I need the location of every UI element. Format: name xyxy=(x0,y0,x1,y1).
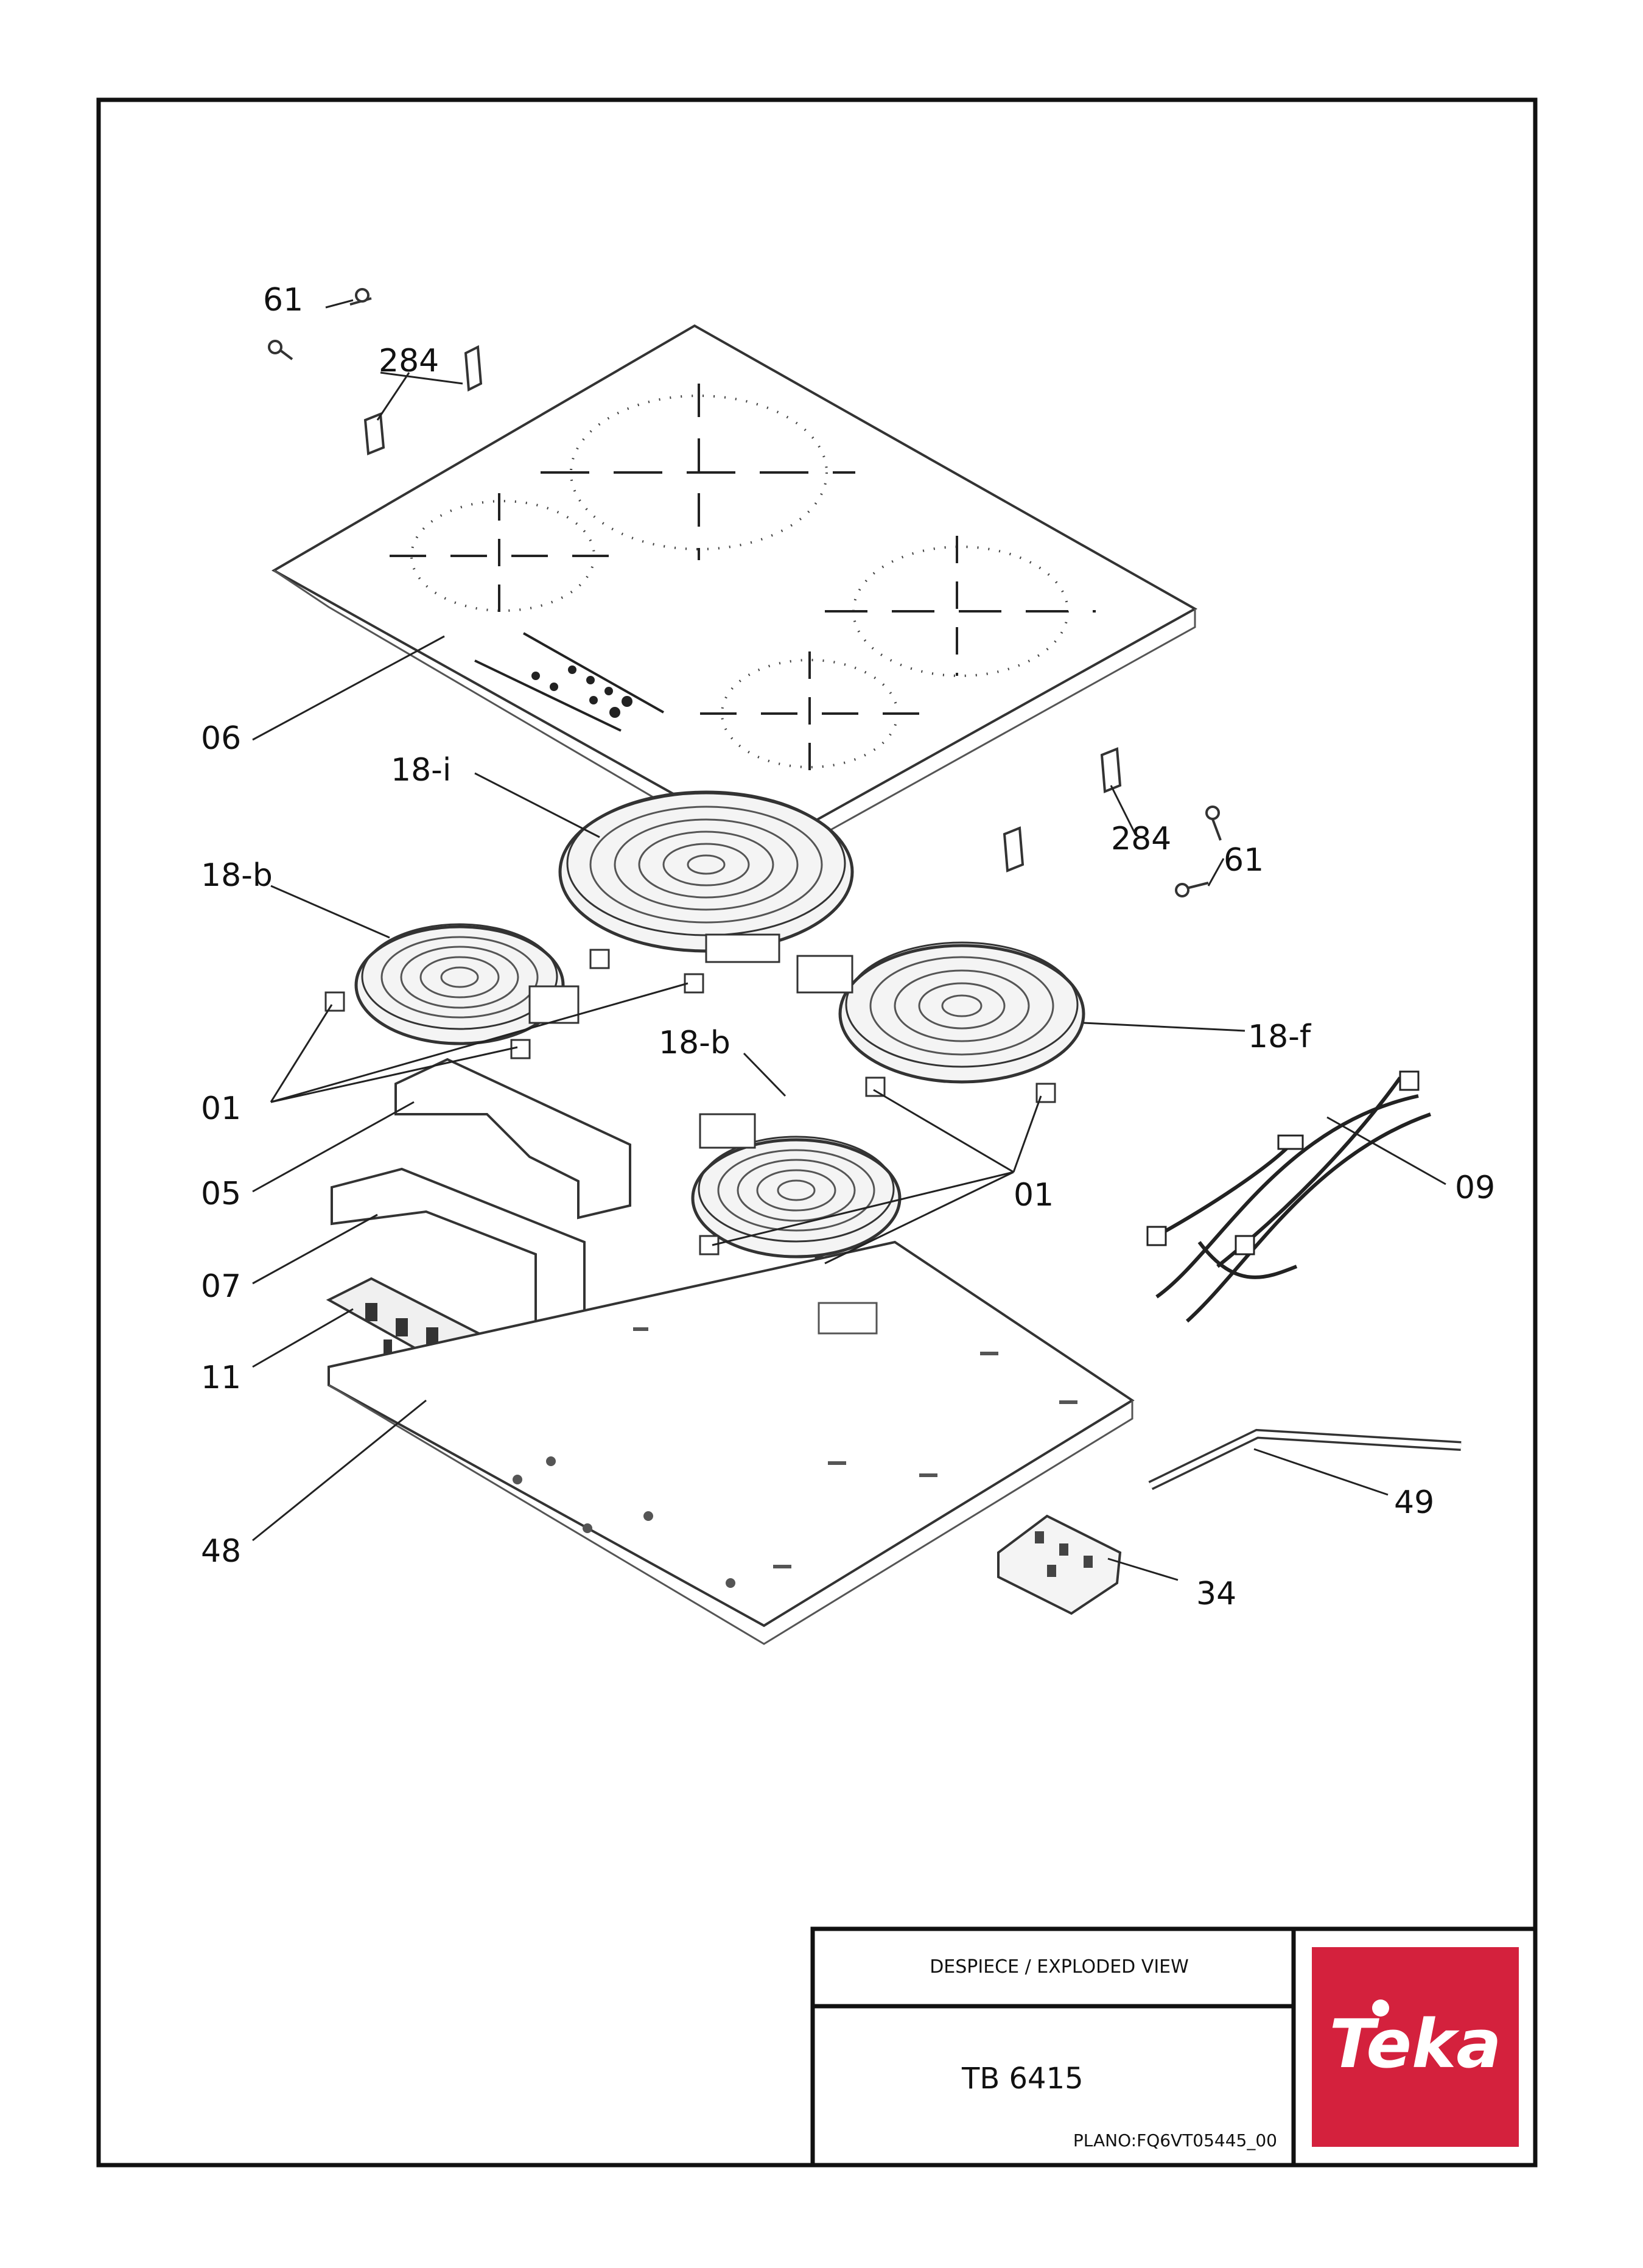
bottom-tray-48 xyxy=(328,1240,1135,1645)
title-block-heading: DESPIECE / EXPLODED VIEW xyxy=(930,1956,1189,1978)
callout-34: 34 xyxy=(1196,1576,1236,1612)
power-cable-49 xyxy=(1148,1428,1462,1490)
callout-284-right: 284 xyxy=(1111,821,1171,857)
radiant-element-18-f xyxy=(796,941,1085,1084)
insulation-frame-05 xyxy=(394,1058,631,1220)
radiant-element-18-i xyxy=(558,790,854,963)
leader-lines xyxy=(252,299,1446,1581)
callout-61-right: 61 xyxy=(1224,842,1264,879)
callout-07: 07 xyxy=(201,1268,241,1305)
callout-09: 09 xyxy=(1455,1170,1495,1206)
brackets-284-right xyxy=(1003,747,1122,872)
callout-18-i: 18-i xyxy=(391,752,451,788)
callout-18-b-center: 18-b xyxy=(659,1025,730,1061)
title-block-model: TB 6415 xyxy=(961,2062,1084,2096)
callout-284-top: 284 xyxy=(379,343,439,379)
callout-06: 06 xyxy=(201,720,241,757)
callout-11: 11 xyxy=(201,1360,241,1396)
teka-logo: Teka xyxy=(1312,1947,1519,2147)
title-block-plan: PLANO:FQ6VT05445_00 xyxy=(1073,2130,1277,2150)
callout-05: 05 xyxy=(201,1176,241,1212)
screws-61-top xyxy=(268,288,372,360)
callout-18-f: 18-f xyxy=(1248,1019,1312,1055)
radiant-element-18-b-left xyxy=(354,923,580,1045)
radiant-element-18-b-center xyxy=(691,1113,902,1259)
terminal-block-34 xyxy=(997,1514,1122,1615)
teka-logo-text: Teka xyxy=(1329,2005,1502,2083)
callout-61-top: 61 xyxy=(263,282,303,318)
wiring-harness-09 xyxy=(1146,1070,1431,1323)
brackets-284-top xyxy=(363,345,483,455)
callout-49: 49 xyxy=(1394,1484,1434,1521)
callout-18-b-left: 18-b xyxy=(201,857,273,894)
callout-01-right: 01 xyxy=(1014,1177,1054,1213)
screws-61-right xyxy=(1175,806,1222,897)
callout-01-left: 01 xyxy=(201,1090,241,1127)
glass-cooktop-part xyxy=(271,324,1198,866)
callout-48: 48 xyxy=(201,1533,241,1570)
